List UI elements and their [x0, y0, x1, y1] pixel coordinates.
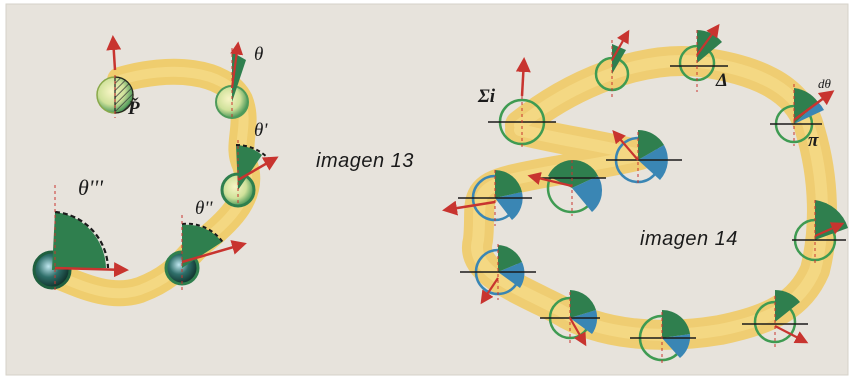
figure13-label-theta: θ [254, 44, 264, 65]
figure13-ball-theta3 [32, 185, 129, 290]
figure13-ball-theta [215, 41, 249, 120]
figure14-ring-inner-right [606, 129, 682, 186]
figure14-label-pi: π [808, 130, 819, 151]
figure14-ring-left-mid [442, 170, 532, 226]
figure14-ring-top1 [594, 29, 630, 100]
figure13-caption: imagen 13 [316, 150, 414, 172]
figure13-ball-theta1 [220, 140, 279, 208]
figure14-ring-bottom-right [742, 290, 809, 350]
figure13-label-theta1: θ' [254, 120, 268, 141]
figure14-ring-right-mid [792, 200, 848, 266]
figure14-ring-bottom-left [540, 290, 600, 347]
figure13-label-p: P̌ [128, 98, 140, 119]
figure14-ring-delta [670, 23, 728, 92]
figure14-caption: imagen 14 [640, 228, 738, 250]
figure14-ring-inner-left [527, 159, 606, 216]
figure14-ring-sigma [488, 57, 556, 148]
figure13-label-theta2: θ'' [195, 198, 213, 219]
figure14-label-sigma: Σi [478, 86, 496, 107]
figure14-ring-bottom-mid [630, 309, 696, 364]
figure13-label-theta3: θ''' [78, 175, 103, 200]
figure13-ball-theta2 [164, 215, 247, 290]
figure14-label-delta: Δ [716, 70, 728, 91]
figure14-ring-dtheta [770, 84, 835, 146]
figure14-label-dtheta: dθ [818, 76, 831, 91]
figure13-ball-p [96, 35, 134, 118]
figure14-ring-left-low [460, 244, 536, 305]
